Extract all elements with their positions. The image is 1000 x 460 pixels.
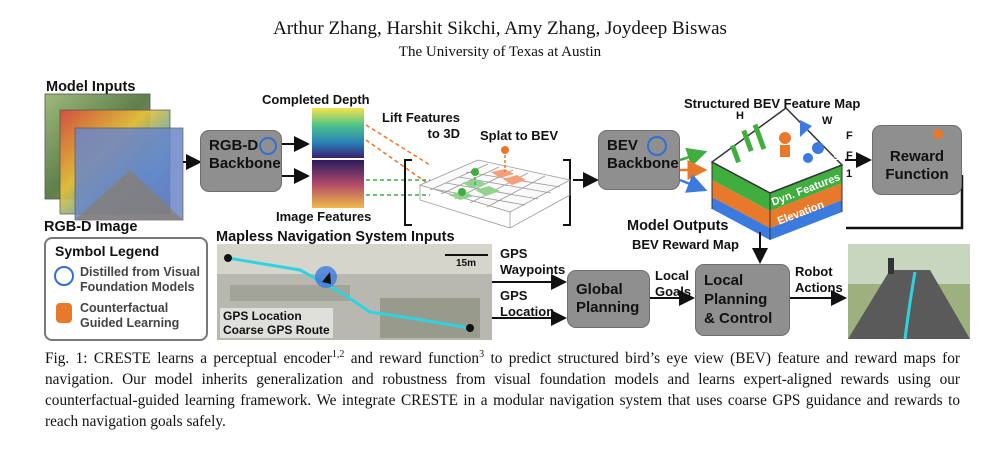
- figure-caption: Fig. 1: CRESTE learns a perceptual encod…: [45, 348, 960, 432]
- local-goals-label: Local Goals: [655, 268, 691, 300]
- caption-name1-end: E: [141, 350, 151, 367]
- caption-text1: learns a perceptual encoder: [150, 350, 332, 367]
- reward-function-line1: Reward: [889, 148, 945, 165]
- rgbd-image-label: RGB-D Image: [44, 219, 138, 235]
- axis-one-label: 1: [846, 168, 853, 180]
- gps-route-line1: GPS Location: [223, 309, 302, 323]
- bev-splat-grid: [418, 159, 572, 229]
- counterfactual-icon: [933, 129, 943, 139]
- local-goals-line1: Local: [655, 268, 689, 283]
- legend-item2-line1: Counterfactual: [80, 301, 169, 315]
- legend-title: Symbol Legend: [55, 243, 160, 259]
- caption-name1-sc: T: [132, 350, 142, 367]
- global-planning-box: Global Planning: [567, 270, 650, 328]
- robot-actions-label: Robot Actions: [795, 264, 843, 296]
- local-planning-line1: Local: [704, 272, 744, 289]
- gps-route-line2: Coarse GPS Route: [223, 323, 330, 337]
- rgbd-backbone-box: RGB-D Backbone: [200, 130, 282, 192]
- gps-location-label: GPS Location: [500, 288, 554, 320]
- legend-item1-line2: Foundation Models: [80, 280, 195, 294]
- lift-features-label: Lift Features to 3D: [382, 110, 460, 142]
- completed-depth-image: [312, 108, 364, 158]
- legend-item1-line1: Distilled from Visual: [80, 265, 200, 279]
- legend-item-distilled: Distilled from Visual Foundation Models: [80, 265, 200, 295]
- gps-waypoints-line2: Waypoints: [500, 262, 566, 277]
- structured-bev-map: [710, 107, 844, 240]
- legend-item2-line2: Guided Learning: [80, 316, 180, 330]
- robot-camera-view: [848, 244, 970, 340]
- caption-sup1: 1,2: [331, 348, 345, 360]
- caption-text3: to predict structured bird’s eye view (B…: [45, 350, 961, 409]
- robot-actions-line2: Actions: [795, 280, 843, 295]
- model-inputs-label: Model Inputs: [46, 79, 136, 95]
- globe-icon: [54, 266, 74, 286]
- robot-actions-line1: Robot: [795, 264, 833, 279]
- globe-icon: [259, 137, 277, 155]
- caption-name2: CRES: [400, 392, 440, 409]
- affiliation: The University of Texas at Austin: [398, 44, 602, 60]
- local-planning-line3: & Control: [704, 310, 773, 327]
- caption-name2-sc: T: [439, 392, 449, 409]
- bev-backbone-line1: BEV: [607, 137, 638, 154]
- caption-text4: in a modular navigation system that uses…: [45, 392, 961, 430]
- completed-depth-label: Completed Depth: [262, 92, 370, 107]
- model-outputs-label: Model Outputs: [627, 218, 729, 234]
- counterfactual-icon: [56, 303, 72, 323]
- bev-backbone-line2: Backbone: [607, 155, 679, 172]
- gps-waypoints-line1: GPS: [500, 246, 528, 261]
- local-planning-line2: Planning: [704, 291, 768, 308]
- local-planning-box: Local Planning & Control: [695, 264, 790, 336]
- image-features-label: Image Features: [276, 209, 372, 224]
- axis-f2-label: F: [846, 150, 853, 162]
- caption-name2-end: E: [448, 392, 458, 409]
- rgbd-backbone-line2: Backbone: [209, 155, 281, 172]
- bev-reward-map-label: BEV Reward Map: [632, 237, 739, 252]
- gps-location-line1: GPS: [500, 288, 528, 303]
- mapless-inputs-title: Mapless Navigation System Inputs: [216, 229, 455, 245]
- caption-text2: and reward function: [344, 350, 480, 367]
- caption-name1: CRES: [93, 350, 133, 367]
- axis-w-label: W: [822, 115, 833, 127]
- legend-item-counterfactual: Counterfactual Guided Learning: [80, 301, 179, 331]
- reward-function-line2: Function: [885, 166, 949, 183]
- gps-location-line2: Location: [500, 304, 555, 319]
- rgbd-backbone-line1: RGB-D: [209, 137, 259, 154]
- scale-label: 15m: [456, 258, 477, 269]
- gps-waypoints-label: GPS Waypoints: [500, 246, 565, 278]
- lift-features-line2: to 3D: [427, 126, 461, 141]
- author-list: Arthur Zhang, Harshit Sikchi, Amy Zhang,…: [273, 18, 727, 39]
- axis-f1-label: F: [846, 130, 853, 142]
- symbol-legend: Symbol Legend Distilled from Visual Foun…: [44, 237, 208, 341]
- lift-features-line1: Lift Features: [382, 110, 461, 125]
- global-planning-line2: Planning: [576, 299, 640, 316]
- global-planning-line1: Global: [576, 281, 623, 298]
- caption-sup2: 3: [479, 348, 485, 360]
- axis-h-label: H: [736, 110, 744, 122]
- structured-map-label: Structured BEV Feature Map: [684, 96, 861, 111]
- globe-icon: [647, 136, 667, 156]
- splat-to-bev-label: Splat to BEV: [480, 128, 559, 143]
- bev-backbone-box: BEV Backbone: [598, 130, 680, 190]
- rgbd-image-stack: [44, 93, 184, 221]
- gps-route-label: GPS Location Coarse GPS Route: [220, 308, 333, 338]
- image-features-image: [312, 160, 364, 208]
- local-goals-line2: Goals: [655, 284, 692, 299]
- caption-fig-label: Fig. 1:: [45, 350, 88, 367]
- reward-function-box: Reward Function: [872, 125, 962, 195]
